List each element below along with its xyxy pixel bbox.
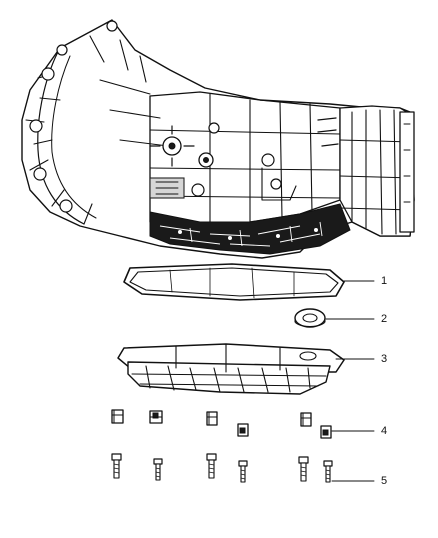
transmission-assembly: [21, 19, 415, 259]
oil-pan-icon: [117, 343, 345, 395]
bolt-icon: [298, 456, 309, 482]
clip-retainer-icon: [320, 425, 332, 439]
clip-retainer-icon: [300, 412, 312, 427]
bolt-icon: [238, 460, 248, 483]
callout-2: 2: [381, 313, 388, 325]
clip-retainer-group: [111, 409, 332, 439]
seal-ring-icon: [294, 308, 326, 328]
bolt-icon: [323, 460, 333, 483]
bolt-icon: [206, 453, 217, 479]
clip-retainer-icon: [206, 411, 218, 426]
clip-retainer-icon: [111, 409, 124, 424]
pan-gasket-icon: [123, 263, 345, 301]
bolt-icon: [153, 458, 163, 481]
callout-1: 1: [381, 275, 388, 287]
callout-4: 4: [381, 425, 388, 437]
clip-retainer-icon: [237, 423, 249, 437]
bolt-group: [111, 453, 333, 483]
callout-5: 5: [381, 475, 388, 487]
bolt-icon: [111, 453, 122, 479]
clip-retainer-icon: [149, 410, 163, 424]
callout-3: 3: [381, 353, 388, 365]
